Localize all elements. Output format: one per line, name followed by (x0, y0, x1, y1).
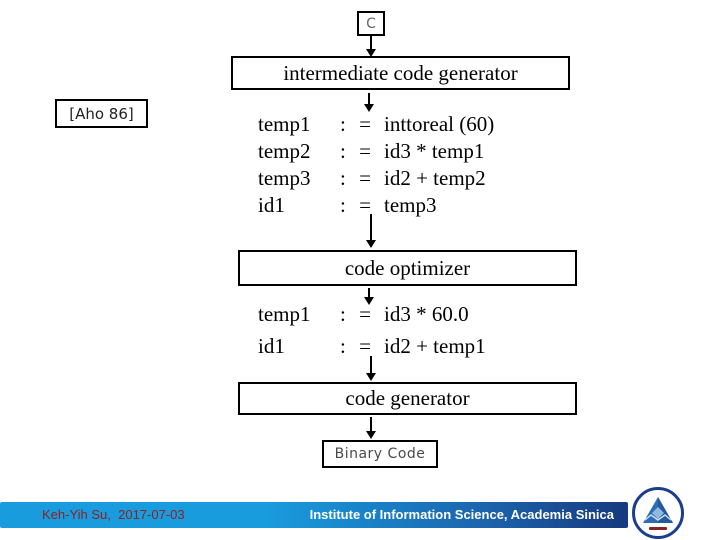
code-line: id1 : = temp3 (258, 193, 494, 220)
reference-label: [Aho 86] (69, 104, 134, 123)
code-line: temp2 : = id3 * temp1 (258, 139, 494, 166)
footer-bar: Keh-Yih Su, 2017-07-03 Institute of Info… (0, 502, 628, 528)
code-lhs: temp2 (258, 139, 311, 163)
assign-operator: : = (340, 112, 371, 136)
reference-box: [Aho 86] (55, 99, 148, 128)
stage-code-optimizer: code optimizer (238, 250, 577, 286)
code-line: temp1 : = inttoreal (60) (258, 112, 494, 139)
footer-institute: Institute of Information Science, Academ… (309, 507, 614, 522)
arrow-stage2-to-code2 (364, 288, 374, 305)
code-rhs: id2 + temp1 (384, 334, 486, 358)
code-line: id1 : = id2 + temp1 (258, 334, 486, 366)
stage2-label: code optimizer (344, 255, 471, 280)
footer-author-date: Keh-Yih Su, 2017-07-03 (42, 507, 185, 522)
code-lhs: id1 (258, 334, 285, 358)
arrow-stage1-to-code1 (364, 93, 374, 112)
code-lhs: temp1 (258, 112, 311, 136)
arrow-source-to-stage1 (366, 36, 376, 57)
binary-code-label: Binary Code (334, 446, 426, 462)
stage-intermediate-code-generator: intermediate code generator (231, 56, 570, 90)
stage-code-generator: code generator (238, 382, 577, 415)
stage1-label: intermediate code generator (283, 60, 518, 85)
academia-sinica-logo-icon (632, 487, 684, 539)
code-rhs: id3 * 60.0 (384, 302, 469, 326)
arrow-stage3-to-output (366, 417, 376, 439)
arrow-code2-to-stage3 (366, 356, 376, 381)
code-rhs: id2 + temp2 (384, 166, 486, 190)
logo-triangle-icon (643, 497, 673, 523)
assign-operator: : = (340, 139, 371, 163)
assign-operator: : = (340, 302, 371, 326)
assign-operator: : = (340, 334, 371, 358)
code-lhs: temp3 (258, 166, 311, 190)
code-lhs: temp1 (258, 302, 311, 326)
code-lhs: id1 (258, 193, 285, 217)
code-rhs: id3 * temp1 (384, 139, 485, 163)
arrow-code1-to-stage2 (366, 214, 376, 248)
optimized-code-listing: temp1 : = id3 * 60.0 id1 : = id2 + temp1 (258, 302, 486, 366)
stage3-label: code generator (345, 386, 470, 410)
code-line: temp3 : = id2 + temp2 (258, 166, 494, 193)
assign-operator: : = (340, 193, 371, 217)
assign-operator: : = (340, 166, 371, 190)
binary-code-box: Binary Code (322, 440, 438, 468)
intermediate-code-listing: temp1 : = inttoreal (60) temp2 : = id3 *… (258, 112, 494, 220)
code-rhs: temp3 (384, 193, 437, 217)
source-language-label: C (366, 15, 376, 32)
code-rhs: inttoreal (60) (384, 112, 495, 136)
source-language-box: C (357, 11, 385, 36)
code-line: temp1 : = id3 * 60.0 (258, 302, 486, 334)
logo-since-text (649, 527, 667, 530)
